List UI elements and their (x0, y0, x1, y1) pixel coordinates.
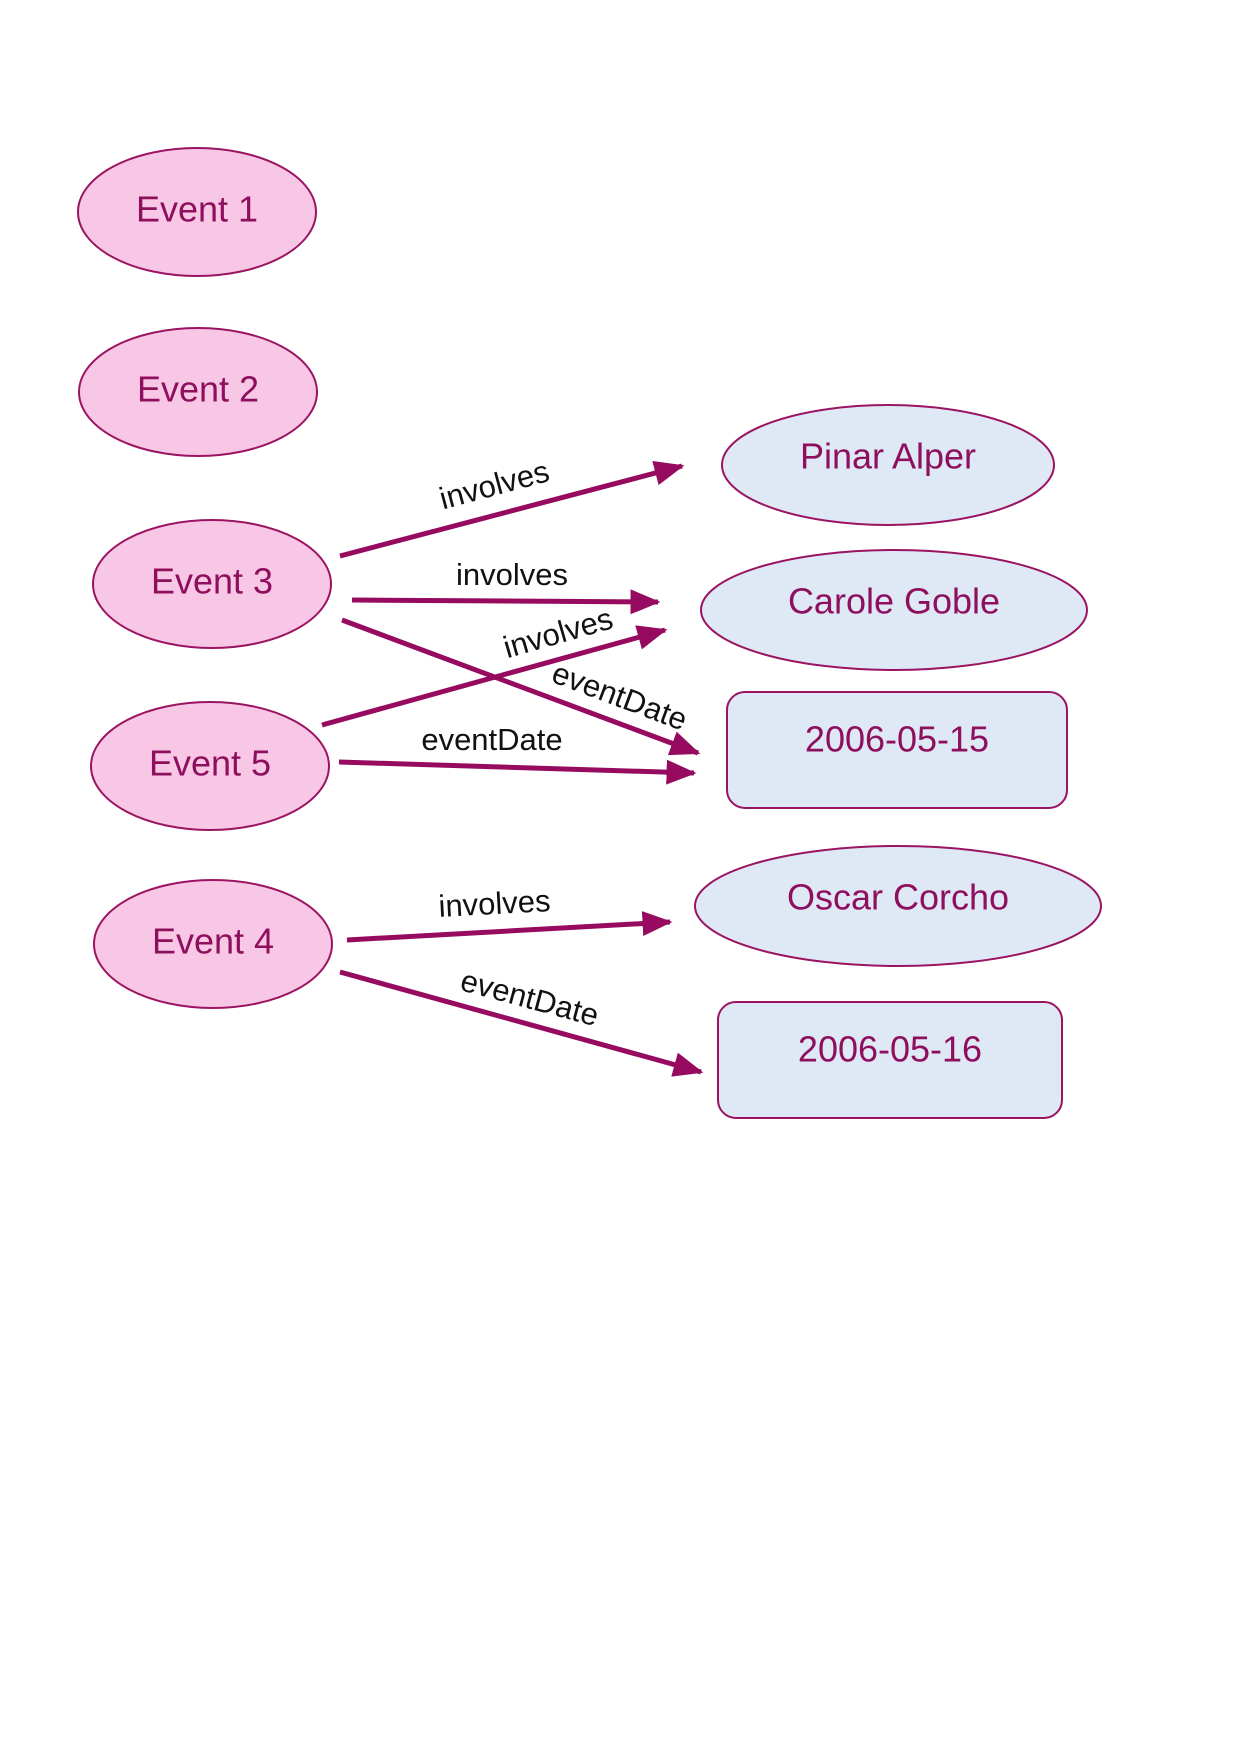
event-node-1: Event 1 (77, 147, 317, 277)
person-node-carole-goble-label: Carole Goble (788, 581, 1000, 622)
event-node-3-label: Event 3 (151, 561, 273, 602)
person-node-pinar-alper: Pinar Alper (721, 404, 1055, 526)
person-node-oscar-corcho-label: Oscar Corcho (787, 877, 1009, 918)
event-node-4-label: Event 4 (152, 921, 274, 962)
date-node-2006-05-16-label: 2006-05-16 (798, 1029, 982, 1070)
event-node-5: Event 5 (90, 701, 330, 831)
edge-event5-involves-carole-arrow (321, 625, 668, 728)
person-node-oscar-corcho: Oscar Corcho (694, 845, 1102, 967)
edge-event3-involves-pinar-arrow (339, 460, 685, 559)
edge-event4-eventdate-2006-05-16: eventDate (339, 963, 704, 1077)
person-node-carole-goble: Carole Goble (700, 549, 1088, 671)
edge-event4-eventdate-arrow (339, 969, 704, 1077)
person-node-pinar-alper-label: Pinar Alper (800, 436, 976, 477)
event-node-2-label: Event 2 (137, 369, 259, 410)
event-node-1-label: Event 1 (136, 189, 258, 230)
edge-event5-eventdate-label: eventDate (421, 722, 562, 757)
event-node-2: Event 2 (78, 327, 318, 457)
edge-event3-eventdate-arrow (341, 617, 701, 756)
edge-event3-involves-carole-arrow (351, 589, 661, 615)
edge-event3-involves-carole: involves (351, 557, 661, 615)
date-node-2006-05-15-label: 2006-05-15 (805, 719, 989, 760)
edge-event3-involves-carole-label: involves (456, 557, 568, 592)
event-node-5-label: Event 5 (149, 743, 271, 784)
date-node-2006-05-16: 2006-05-16 (717, 1001, 1063, 1119)
edge-event5-eventdate-arrow (338, 759, 697, 785)
date-node-2006-05-15: 2006-05-15 (726, 691, 1068, 809)
edge-event5-eventdate-2006-05-15: eventDate (338, 722, 697, 785)
event-node-4: Event 4 (93, 879, 333, 1009)
edge-event4-involves-oscar-label: involves (438, 883, 552, 924)
edge-event4-involves-oscar: involves (346, 883, 673, 943)
edge-event5-involves-carole-label: involves (499, 601, 616, 666)
event-node-3: Event 3 (92, 519, 332, 649)
edge-event3-involves-pinar: involves (339, 453, 685, 559)
edge-event4-involves-oscar-arrow (346, 911, 673, 943)
